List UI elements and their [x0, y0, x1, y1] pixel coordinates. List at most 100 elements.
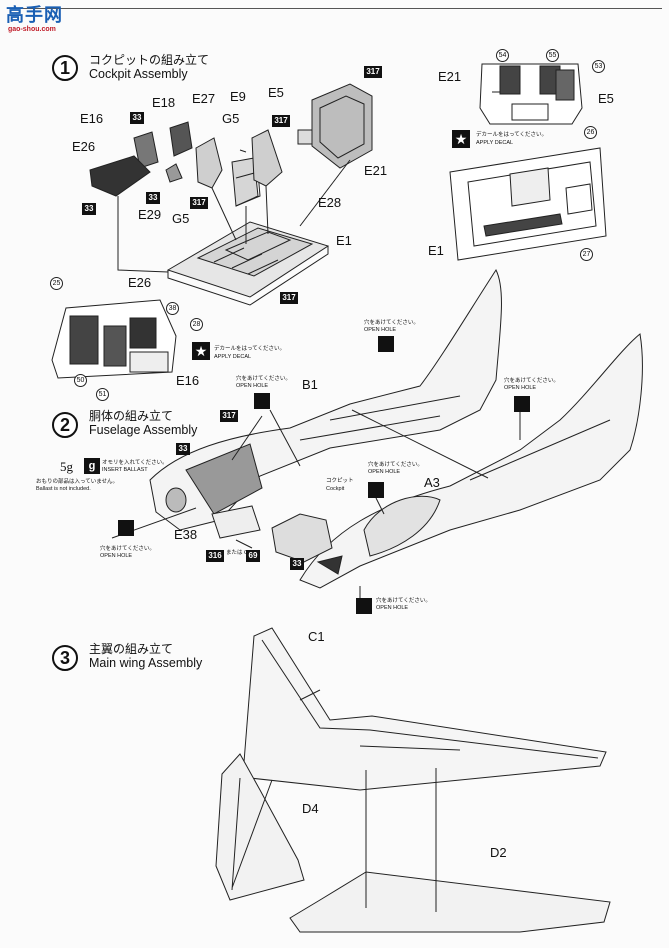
part-e26 [89, 155, 151, 197]
step-2-title-en: Fuselage Assembly [89, 423, 198, 437]
ballast-icon: g [84, 458, 100, 474]
open-hole-icon-2 [254, 393, 270, 409]
paint-316: 316 [206, 550, 224, 562]
part-e38 [211, 505, 261, 539]
paint-69: 69 [246, 550, 260, 562]
e21-detail [479, 63, 583, 125]
seat-e28 [231, 157, 261, 207]
paint-33-c: 33 [82, 203, 96, 215]
cockpit-label-en: Cockpit [326, 486, 345, 492]
paint-33-b: 33 [146, 192, 160, 204]
open-hole-icon-1 [378, 336, 394, 352]
decal-53: 53 [592, 60, 605, 73]
ballast-note-jp: おもりの部品は入っていません。 [36, 479, 119, 485]
part-e29 [165, 163, 183, 183]
paint-317-d: 317 [280, 292, 298, 304]
decal-51: 51 [96, 388, 109, 401]
step-3-title-en: Main wing Assembly [89, 656, 203, 670]
paint-33-a: 33 [130, 112, 144, 124]
part-e18 [169, 121, 193, 157]
decal-38: 38 [166, 302, 179, 315]
label-c1: C1 [308, 629, 325, 644]
decal-28: 28 [190, 318, 203, 331]
open-hole-jp-5: 穴をあけてください。 [100, 546, 155, 552]
label-b1: B1 [302, 377, 318, 392]
paint-33-e: 33 [290, 558, 304, 570]
label-e21: E21 [364, 163, 388, 178]
open-hole-en-3: OPEN HOLE [504, 385, 537, 391]
cockpit-label-jp: コクピット [326, 478, 354, 484]
label-e21-detail: E21 [438, 69, 462, 84]
step-2-title-jp: 胴体の組み立て [89, 409, 174, 423]
watermark-site: gao-shou.com [8, 26, 56, 33]
console-e27 [195, 137, 223, 189]
watermark-brand: 高手网 [6, 5, 63, 25]
label-e38: E38 [174, 527, 198, 542]
step-1-title-en: Cockpit Assembly [89, 67, 188, 81]
decal-55: 55 [546, 49, 559, 62]
fuselage-half-b1 [149, 268, 502, 531]
decal-star-icon-2: ★ [192, 342, 210, 360]
label-g5b: G5 [172, 211, 190, 226]
apply-decal-jp-1: デカールをはってください。 [476, 132, 548, 138]
decal-54: 54 [496, 49, 509, 62]
label-e5: E5 [268, 85, 284, 100]
open-hole-en-5: OPEN HOLE [100, 553, 133, 559]
label-e16: E16 [80, 111, 104, 126]
apply-decal-en-1: APPLY DECAL [476, 140, 514, 146]
ballast-jp: オモリを入れてください。 [102, 460, 168, 466]
label-a3: A3 [424, 475, 440, 490]
open-hole-jp-4: 穴をあけてください。 [368, 462, 423, 468]
decal-50: 50 [74, 374, 87, 387]
open-hole-en-6: OPEN HOLE [376, 605, 409, 611]
open-hole-jp-1: 穴をあけてください。 [364, 320, 419, 326]
paint-317-b: 317 [272, 115, 290, 127]
label-e9: E9 [230, 89, 246, 104]
label-e26: E26 [72, 139, 96, 154]
label-e27: E27 [192, 91, 216, 106]
ballast-note-en: Ballast is not included. [36, 486, 91, 492]
e1-detail [449, 147, 607, 261]
lower-wing-d4 [215, 753, 305, 901]
decal-27: 27 [580, 248, 593, 261]
label-e5-detail: E5 [598, 91, 614, 106]
open-hole-jp-3: 穴をあけてください。 [504, 378, 559, 384]
ballast-weight: 5g [60, 459, 73, 474]
part-e16 [133, 131, 159, 169]
main-wing-c1 [243, 627, 607, 791]
step-3-title-jp: 主翼の組み立て [89, 642, 174, 656]
label-e26-panel: E26 [128, 275, 152, 290]
step-1-number: 1 [52, 55, 78, 81]
decal-25: 25 [50, 277, 63, 290]
open-hole-icon-3 [514, 396, 530, 412]
label-e1: E1 [336, 233, 352, 248]
label-e28: E28 [318, 195, 342, 210]
open-hole-jp-2: 穴をあけてください。 [236, 376, 291, 382]
label-e1-detail: E1 [428, 243, 444, 258]
label-e18: E18 [152, 95, 176, 110]
label-e16-panel: E16 [176, 373, 200, 388]
step-1-title-jp: コクピットの組み立て [89, 53, 210, 67]
open-hole-icon-4 [368, 482, 384, 498]
step-3-number: 3 [52, 645, 78, 671]
decal-26: 26 [584, 126, 597, 139]
label-d4: D4 [302, 801, 319, 816]
decal-star-icon: ★ [452, 130, 470, 148]
apply-decal-en-2: APPLY DECAL [214, 354, 252, 360]
label-g5: G5 [222, 111, 240, 126]
page-border [10, 8, 662, 943]
paint-33-d: 33 [176, 443, 190, 455]
lower-wing-d2 [289, 871, 611, 933]
cockpit-insert [271, 513, 333, 563]
label-e29: E29 [138, 207, 162, 222]
open-hole-en-4: OPEN HOLE [368, 469, 401, 475]
label-d2: D2 [490, 845, 507, 860]
open-hole-jp-6: 穴をあけてください。 [376, 598, 431, 604]
apply-decal-jp-2: デカールをはってください。 [214, 346, 286, 352]
cockpit-tub-e1 [166, 221, 330, 306]
paint-317-e: 317 [220, 410, 238, 422]
paint-317-c: 317 [190, 197, 208, 209]
open-hole-en-1: OPEN HOLE [364, 327, 397, 333]
